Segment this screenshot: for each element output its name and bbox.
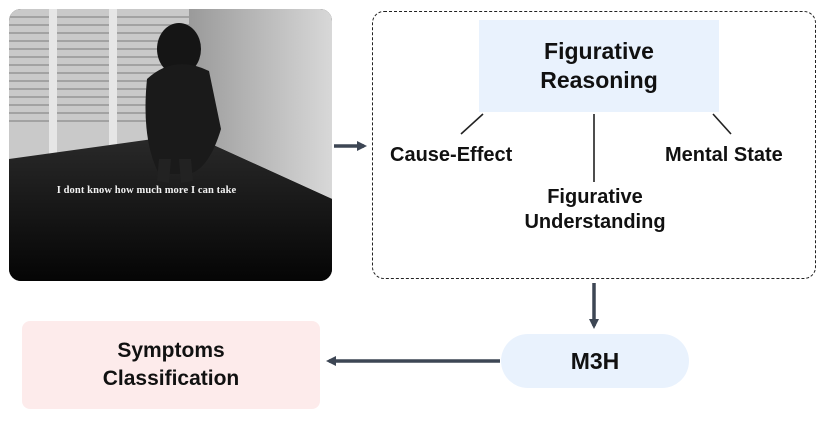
symptoms-line2: Classification <box>102 367 240 390</box>
figurative-understanding-line2: Understanding <box>524 211 666 233</box>
reasoning-container <box>372 11 816 279</box>
figurative-understanding-line1: Figurative <box>547 186 643 208</box>
symptoms-line1: Symptoms <box>117 339 225 362</box>
m3h-model-box: M3H <box>501 334 689 388</box>
figurative-reasoning-box: Figurative Reasoning <box>479 20 719 112</box>
photo-illustration <box>9 9 332 281</box>
m3h-label: M3H <box>570 347 620 374</box>
input-image: I dont know how much more I can take <box>9 9 332 281</box>
figurative-reasoning-line1: Figurative <box>544 38 654 64</box>
mental-state-label: Mental State <box>665 144 783 166</box>
symptoms-classification-box: Symptoms Classification <box>22 321 320 409</box>
figurative-understanding-label: Figurative Understanding <box>490 185 700 235</box>
cause-effect-label: Cause-Effect <box>390 144 513 166</box>
figurative-reasoning-line2: Reasoning <box>540 67 658 93</box>
image-caption: I dont know how much more I can take <box>56 185 237 196</box>
